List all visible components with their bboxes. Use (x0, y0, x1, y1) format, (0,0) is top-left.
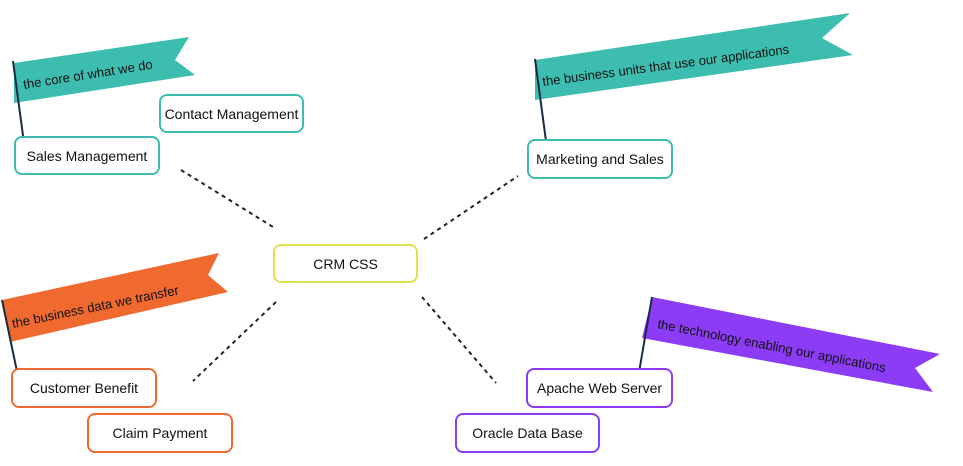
flag-technology-banner (642, 297, 940, 392)
flag-business-data: the business data we transfer (1, 253, 228, 382)
center-node-crm-css[interactable]: CRM CSS (273, 244, 418, 283)
flag-business-units-banner (535, 13, 853, 100)
node-marketing-and-sales[interactable]: Marketing and Sales (527, 139, 673, 179)
node-sales-management[interactable]: Sales Management (14, 136, 160, 175)
flag-core-banner (14, 37, 195, 103)
node-customer-benefit[interactable]: Customer Benefit (11, 368, 157, 408)
connector-bottom-right (421, 296, 497, 384)
flag-business-data-pole (1, 299, 20, 382)
node-contact-management[interactable]: Contact Management (159, 94, 304, 133)
connectors (180, 169, 519, 384)
flag-business-units: the business units that use our applicat… (534, 13, 853, 142)
flag-business-data-banner (2, 253, 228, 342)
node-claim-payment[interactable]: Claim Payment (87, 413, 233, 453)
flag-technology: the technology enabling our applications (637, 296, 940, 392)
node-apache-web-server[interactable]: Apache Web Server (526, 368, 673, 408)
connector-top-left (180, 169, 274, 228)
connector-top-right (423, 175, 519, 240)
connector-bottom-left (192, 301, 277, 382)
flag-business-units-pole (534, 58, 547, 142)
flag-technology-pole (637, 296, 653, 379)
flag-core-pole (12, 60, 25, 144)
node-oracle-data-base[interactable]: Oracle Data Base (455, 413, 600, 453)
